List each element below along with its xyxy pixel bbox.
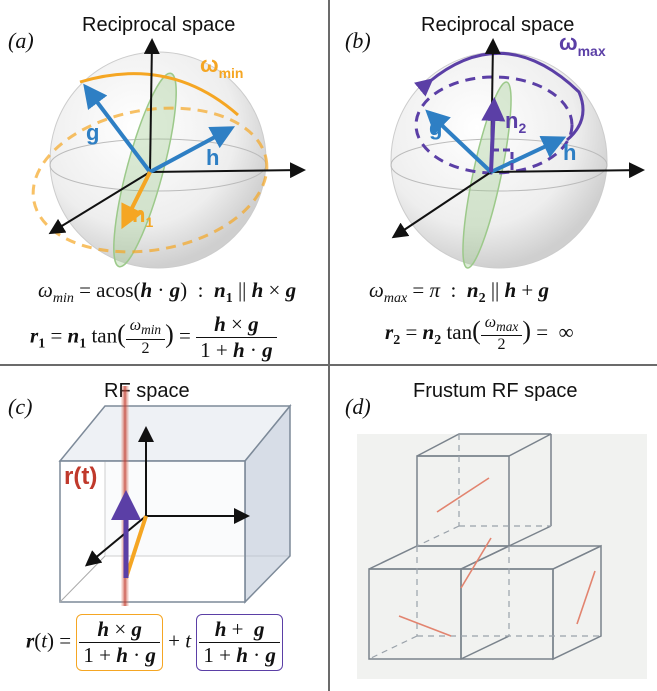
hidden-edge-3 <box>416 525 460 547</box>
panel-a-sphere-diagram: g h n1 ωmin <box>31 38 306 269</box>
label-h-b: h <box>563 140 576 165</box>
vector-n2 <box>481 97 506 173</box>
panel-d-frustum-diagram <box>357 433 647 679</box>
panel-d-title: Frustum RF space <box>413 380 578 402</box>
omega-max-arc <box>414 51 585 142</box>
vector-g-a <box>83 83 152 174</box>
hidden-edge-6 <box>368 635 418 660</box>
orange-dashed-circle-a <box>31 106 269 254</box>
axis-left-c <box>84 515 147 567</box>
orange-vector-c <box>124 515 148 579</box>
n2-right-angle-b <box>492 148 514 172</box>
label-r-t: r(t) <box>64 463 97 490</box>
panel-d: (d) Frustum RF space <box>329 366 657 691</box>
axis-left-a <box>48 171 151 235</box>
right-cube-side-face <box>552 544 602 661</box>
red-segment-1 <box>436 477 490 513</box>
horizontal-divider <box>0 364 657 366</box>
axis-right-a <box>149 162 306 179</box>
panel-a-letter: (a) <box>8 28 34 53</box>
panel-b: (b) Reciprocal space g h <box>329 0 657 364</box>
label-n1: n1 <box>132 202 153 230</box>
vector-h-b <box>490 135 567 174</box>
label-n2: n2 <box>505 108 526 136</box>
left-cube-right-bottom <box>460 635 510 660</box>
red-segment-2 <box>460 537 492 589</box>
panel-c-letter: (c) <box>8 394 33 419</box>
omega-min-arc <box>79 72 239 117</box>
top-cube-right-bottom-edge <box>508 525 552 547</box>
panel-a-eq1: ωmin = acos(h · g) : n1 || h × g <box>38 278 297 307</box>
label-omega-min: ωmin <box>200 52 243 81</box>
panel-a: (a) Reciprocal space g h n1 <box>0 0 328 364</box>
purple-dashed-circle-b <box>414 75 574 175</box>
vector-h-a <box>149 126 236 174</box>
label-h-a: h <box>206 145 219 170</box>
red-segment-3 <box>398 615 452 637</box>
label-omega-max: ωmax <box>559 30 606 59</box>
axis-up-a <box>143 38 160 173</box>
red-segment-4 <box>576 570 596 625</box>
vertical-divider <box>328 0 330 691</box>
panel-c-cube-diagram: r(t) <box>58 386 292 606</box>
label-g-a: g <box>86 120 99 145</box>
panel-c: (c) RF space r(t) r(t) = h × <box>0 366 328 691</box>
axis-right-b <box>490 162 645 179</box>
vector-g-b <box>425 109 493 174</box>
axis-left-b <box>391 171 492 239</box>
panel-d-letter: (d) <box>345 394 371 419</box>
panel-a-title: Reciprocal space <box>82 14 236 36</box>
panel-b-title: Reciprocal space <box>421 14 575 36</box>
cube-front-face <box>59 460 246 603</box>
equator-b <box>390 138 608 192</box>
label-g-b: g <box>429 115 442 140</box>
panel-b-eq1: ωmax = π : n2 || h + g <box>369 278 550 307</box>
panel-b-letter: (b) <box>345 28 371 53</box>
vector-n1 <box>121 171 152 230</box>
panel-b-sphere-diagram: g h n2 ωmax <box>390 30 645 269</box>
frustum-background <box>357 434 647 679</box>
